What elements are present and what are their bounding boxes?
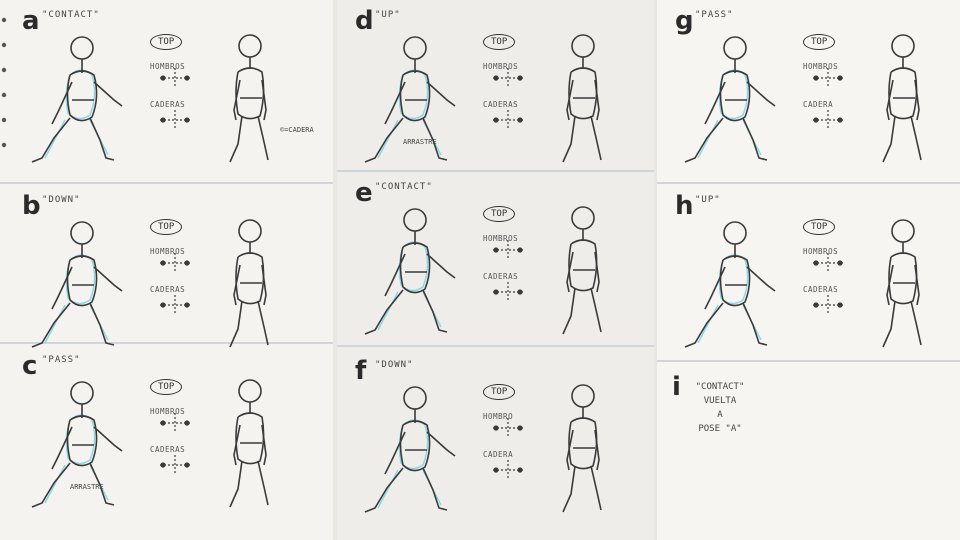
stick-figure-sketch	[31, 219, 269, 348]
pose-caption: "CONTACT"	[42, 10, 100, 20]
stick-figure-sketch	[684, 219, 922, 348]
panel-divider	[0, 182, 333, 184]
final-line-1: "CONTACT"	[695, 382, 745, 392]
annotation-note: ©=CADERA	[280, 126, 314, 134]
hips-label: CADERAS	[803, 285, 839, 294]
pose-caption: "DOWN"	[42, 195, 81, 205]
final-line-4: POSE "A"	[698, 424, 742, 434]
stick-figure-sketch	[684, 34, 922, 163]
stick-figure-sketch	[31, 34, 269, 163]
panel-letter: f	[355, 356, 367, 386]
hips-label: CADERA	[483, 450, 514, 459]
shoulders-label: HOMBROS	[483, 234, 519, 243]
pose-caption: "UP"	[695, 195, 721, 205]
pose-caption: "CONTACT"	[375, 182, 433, 192]
hips-label: CADERAS	[150, 285, 186, 294]
panel-divider	[337, 345, 654, 347]
shoulders-label: HOMBROS	[803, 62, 839, 71]
sketch-sheet-middle	[337, 0, 654, 540]
shoulders-label: HOMBROS	[803, 247, 839, 256]
pose-caption: "PASS"	[42, 355, 81, 365]
annotation-note: ARRASTRE	[70, 483, 104, 491]
panel-divider	[337, 170, 654, 172]
panel-letter: e	[355, 178, 373, 208]
stick-figure-sketch	[31, 379, 269, 508]
stick-figure-sketch	[364, 384, 602, 513]
shoulders-label: HOMBROS	[483, 62, 519, 71]
top-view-label: TOP	[803, 34, 836, 50]
panel-e: e "CONTACT" TOP HOMBROS CADERAS	[343, 172, 643, 342]
panel-c: c "PASS" TOP HOMBROS CADERAS	[10, 345, 310, 515]
top-view-label: TOP	[150, 219, 183, 235]
pose-caption: "PASS"	[695, 10, 734, 20]
final-panel-note: "CONTACT" VUELTA A POSE "A"	[680, 380, 760, 436]
top-view-label: TOP	[803, 219, 836, 235]
hips-label: CADERA	[803, 100, 834, 109]
panel-letter: h	[675, 191, 694, 221]
panel-letter: a	[22, 6, 40, 36]
top-view-label: TOP	[483, 206, 516, 222]
panel-divider	[0, 342, 333, 344]
hips-label: CADERAS	[150, 445, 186, 454]
pose-caption: "DOWN"	[375, 360, 414, 370]
final-line-3: A	[717, 410, 723, 420]
stick-figure-sketch	[364, 206, 602, 335]
spiral-binding	[1, 17, 7, 148]
top-view-label: TOP	[150, 379, 183, 395]
shoulders-label: HOMBRO	[483, 412, 514, 421]
panel-letter: b	[22, 191, 41, 221]
stick-figure-sketch	[364, 34, 602, 163]
panel-h: h "UP" TOP HOMBROS CADERAS	[663, 185, 960, 355]
top-view-label: TOP	[150, 34, 183, 50]
hips-label: CADERAS	[150, 100, 186, 109]
panel-letter: g	[675, 6, 694, 36]
panel-letter-i: i	[672, 372, 681, 402]
panel-a: a "CONTACT" TOP HOMBROS CADERAS	[10, 0, 314, 170]
shoulders-label: HOMBROS	[150, 247, 186, 256]
top-view-label: TOP	[483, 34, 516, 50]
panel-d: d "UP" TOP HOMBROS CADERAS	[343, 0, 643, 170]
panel-letter: d	[355, 6, 374, 36]
panel-b: b "DOWN" TOP HOMBROS CADERAS	[10, 185, 310, 355]
hips-label: CADERAS	[483, 272, 519, 281]
panel-divider	[657, 182, 960, 184]
final-line-2: VUELTA	[703, 396, 737, 406]
panel-g: g "PASS" TOP HOMBROS CADERA	[663, 0, 960, 170]
shoulders-label: HOMBROS	[150, 407, 186, 416]
pose-caption: "UP"	[375, 10, 401, 20]
sketch-sheet-right	[657, 0, 960, 540]
panel-divider	[657, 360, 960, 362]
sketch-sheet-left	[0, 0, 333, 540]
shoulders-label: HOMBROS	[150, 62, 186, 71]
panel-letter: c	[22, 351, 38, 381]
top-view-label: TOP	[483, 384, 516, 400]
hips-label: CADERAS	[483, 100, 519, 109]
annotation-note: ARRASTRE	[403, 138, 437, 146]
panel-f: f "DOWN" TOP HOMBRO CADERA	[343, 350, 643, 520]
